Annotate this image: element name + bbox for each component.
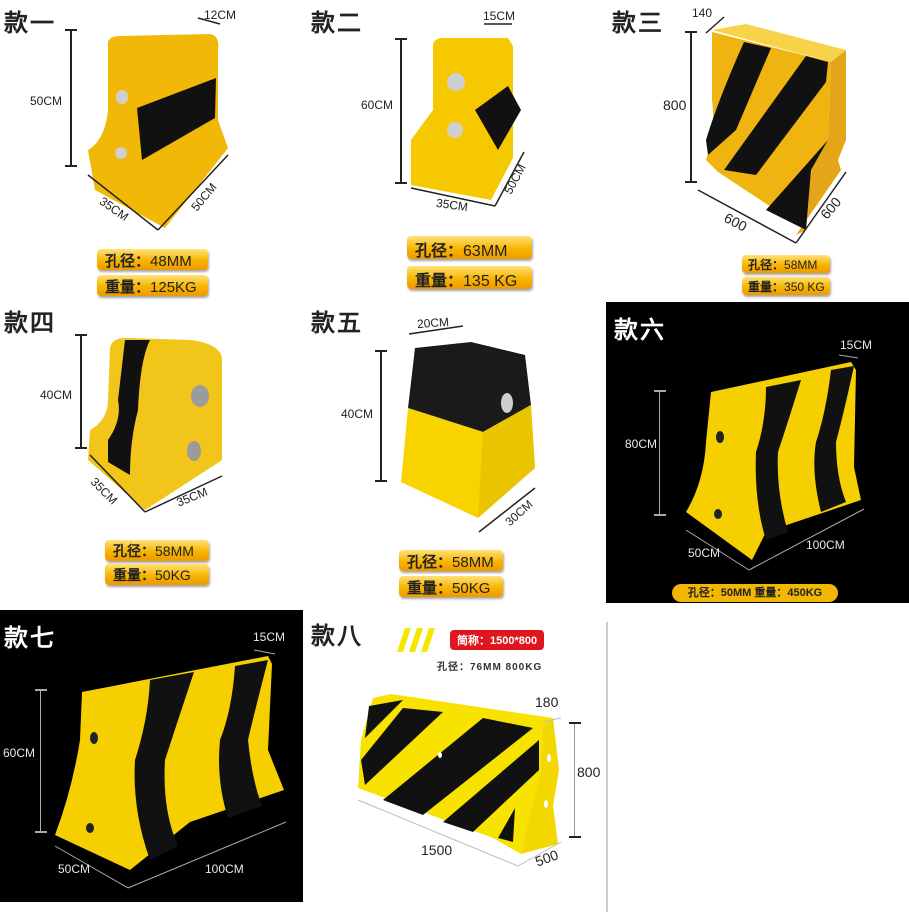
length-dim: 100CM: [205, 862, 244, 876]
model-title: 款三: [612, 9, 664, 37]
model-title: 款四: [4, 309, 56, 337]
model-card-1: 款一 50CM 12CM 35CM 50CM 孔径：48MM 重量：125KG: [0, 0, 303, 300]
height-dim-line: [375, 350, 387, 482]
width-dim: 50CM: [58, 862, 91, 876]
model-card-7: 款七 60CM 15CM 50CM 100CM: [0, 610, 303, 902]
height-dim: 40CM: [341, 407, 374, 421]
width-dim: 50CM: [688, 546, 721, 560]
model-title: 款八: [311, 622, 363, 650]
height-dim: 50CM: [30, 94, 63, 108]
height-dim: 60CM: [3, 746, 36, 760]
model-card-6: 款六 80CM 15CM 50CM 100CM 孔径：50MM 重量：450KG: [606, 302, 909, 603]
weight-badge: 重量：135 KG: [407, 266, 532, 290]
hole-diameter-badge: 孔径：48MM: [97, 249, 208, 270]
model-card-3: 款三 800 140 600 600 孔径：58MM 重量：350 KG: [606, 0, 909, 300]
model-title: 款七: [4, 624, 56, 652]
weight-badge: 重量：50KG: [399, 576, 503, 597]
height-dim: 40CM: [40, 388, 73, 402]
model-card-2: 款二 60CM 15CM 35CM 50CM 孔径：63MM 重量：135 KG: [303, 0, 606, 300]
barrier-image: [697, 16, 847, 244]
specs-badge: 孔径：50MM 重量：450KG: [672, 584, 838, 602]
top-dim: 140: [692, 6, 713, 20]
length-dim: 100CM: [806, 538, 845, 552]
weight-badge: 重量：125KG: [97, 275, 208, 296]
weight-badge: 重量：50KG: [105, 564, 209, 585]
height-dim: 800: [663, 97, 687, 113]
barrier-image: [357, 694, 562, 867]
spec-line: 孔径：76MM 800KG: [437, 662, 543, 673]
model-card-8: 款八 简称：1500*800 孔径：76MM 800KG 180 800 150…: [303, 610, 606, 912]
barrier-image: [87, 17, 229, 231]
height-dim-line: [65, 29, 77, 167]
size-badge: 简称：1500*800: [450, 630, 545, 650]
top-dim: 15CM: [840, 338, 873, 352]
height-dim-line: [569, 722, 581, 838]
top-dim: 12CM: [204, 8, 237, 22]
barrier-image: [88, 338, 223, 513]
hole-diameter-badge: 孔径：63MM: [407, 236, 532, 260]
height-dim: 80CM: [625, 437, 658, 451]
top-dim: 15CM: [483, 9, 516, 23]
model-title: 款五: [311, 309, 363, 337]
model-card-4: 款四 40CM 35CM 35CM 孔径：58MM 重量：50KG: [0, 300, 303, 605]
hole-diameter-badge: 孔径：58MM: [105, 540, 209, 561]
top-dim: 180: [535, 694, 559, 710]
top-dim: 15CM: [253, 630, 286, 644]
empty-cell: [606, 622, 909, 912]
height-dim-line: [75, 334, 87, 449]
top-dim: 20CM: [416, 314, 450, 332]
length-dim: 1500: [421, 842, 453, 858]
hole-diameter-badge: 孔径：58MM: [742, 255, 830, 273]
height-dim-line: [395, 38, 407, 184]
hole-diameter-badge: 孔径：58MM: [399, 550, 503, 571]
weight-badge: 重量：350 KG: [742, 277, 830, 295]
height-dim: 800: [577, 764, 601, 780]
model-title: 款二: [311, 9, 363, 37]
model-title: 款一: [4, 9, 56, 37]
model-card-5: 款五 40CM 20CM 30CM 孔径：58MM 重量：50KG: [303, 300, 606, 605]
hazard-stripes-icon: [397, 628, 435, 652]
height-dim: 60CM: [361, 98, 394, 112]
model-title: 款六: [614, 316, 666, 344]
barrier-image: [401, 325, 536, 533]
barrier-image: [410, 23, 525, 207]
barrier-image: [54, 649, 287, 889]
height-dim-line: [685, 31, 697, 183]
height-dim-line: [654, 390, 666, 516]
barrier-image: [685, 354, 865, 571]
height-dim-line: [35, 689, 47, 833]
